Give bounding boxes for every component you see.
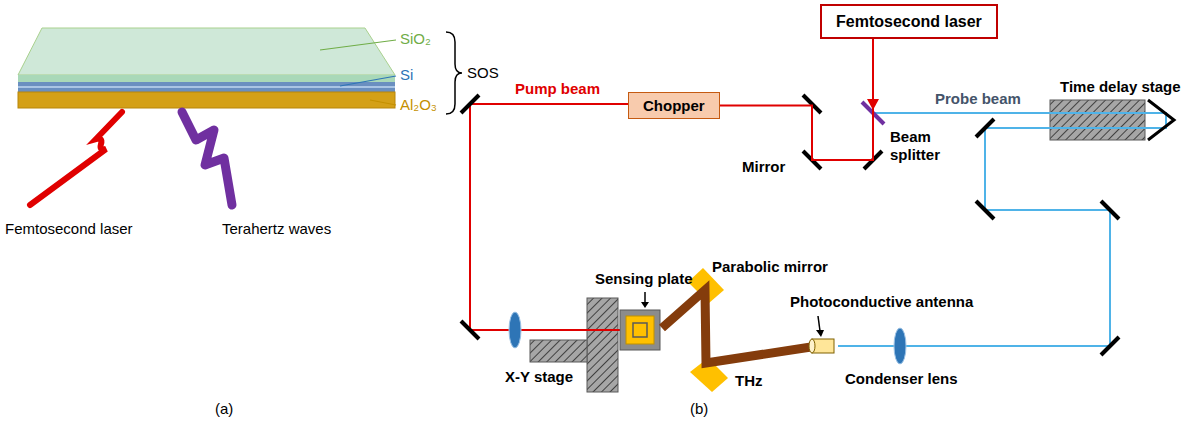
al2o3-layer (18, 92, 395, 108)
bracket (446, 32, 462, 114)
xy-stage-vertical (587, 298, 618, 392)
probe-beam (838, 113, 1166, 346)
chopper-box: Chopper (628, 92, 720, 119)
beam-label: Terahertz waves (222, 220, 331, 238)
part-label: Condenser lens (845, 370, 958, 388)
leader-line (320, 40, 396, 50)
node-text: Chopper (643, 96, 705, 115)
si-stripe (18, 86, 395, 88)
arrowhead (641, 302, 649, 308)
retro-mirror (1148, 100, 1174, 140)
sensing-area (633, 323, 647, 337)
panel-label: (a) (215, 400, 233, 418)
node-text: Femtosecond laser (836, 12, 982, 31)
plate-holder (620, 310, 660, 350)
condenser-lens (894, 328, 906, 364)
beam-label: Probe beam (935, 90, 1021, 108)
group-label: SOS (467, 64, 499, 82)
leader-line (818, 316, 820, 331)
beam-label: Pump beam (515, 80, 600, 98)
sio2-top-face (18, 28, 395, 75)
thz-beam (662, 290, 811, 363)
part-label: Time delay stage (1060, 78, 1181, 96)
antenna-face (809, 339, 815, 353)
beam-label: Femtosecond laser (5, 220, 133, 238)
lens (509, 312, 521, 348)
sio2-layer (18, 75, 395, 82)
leader-line (340, 76, 396, 86)
part-label: Mirror (742, 158, 785, 176)
pump-beam (470, 104, 628, 330)
layer-label: Al₂O₃ (400, 96, 437, 114)
si-layer (18, 82, 395, 92)
layer-label: Si (400, 66, 413, 84)
part-label: Sensing plate (595, 270, 693, 288)
mirror (1101, 337, 1119, 355)
mirror (976, 119, 994, 137)
mirror (1101, 201, 1119, 219)
part-label: Photoconductive antenna (790, 293, 973, 311)
mirror (461, 95, 479, 113)
terahertz-wave (182, 112, 232, 205)
panel-label: (b) (690, 400, 708, 418)
mirror (976, 201, 994, 219)
part-label: Parabolic mirror (712, 258, 828, 276)
laser-beam (30, 112, 122, 205)
time-delay-stage (1050, 100, 1145, 140)
part-label: X-Y stage (505, 368, 573, 386)
mirror (461, 321, 479, 339)
layer-label: SiO₂ (400, 30, 431, 48)
leader-line (370, 100, 396, 105)
leader-line (644, 292, 646, 303)
beam-connector (720, 39, 873, 160)
sensing-plate (626, 316, 654, 344)
arrowhead (816, 330, 824, 337)
part-label: Beam splitter (890, 128, 956, 164)
beam-label: THz (735, 372, 763, 390)
xy-stage-horizontal (530, 340, 587, 362)
laser-box: Femtosecond laser (820, 4, 998, 39)
